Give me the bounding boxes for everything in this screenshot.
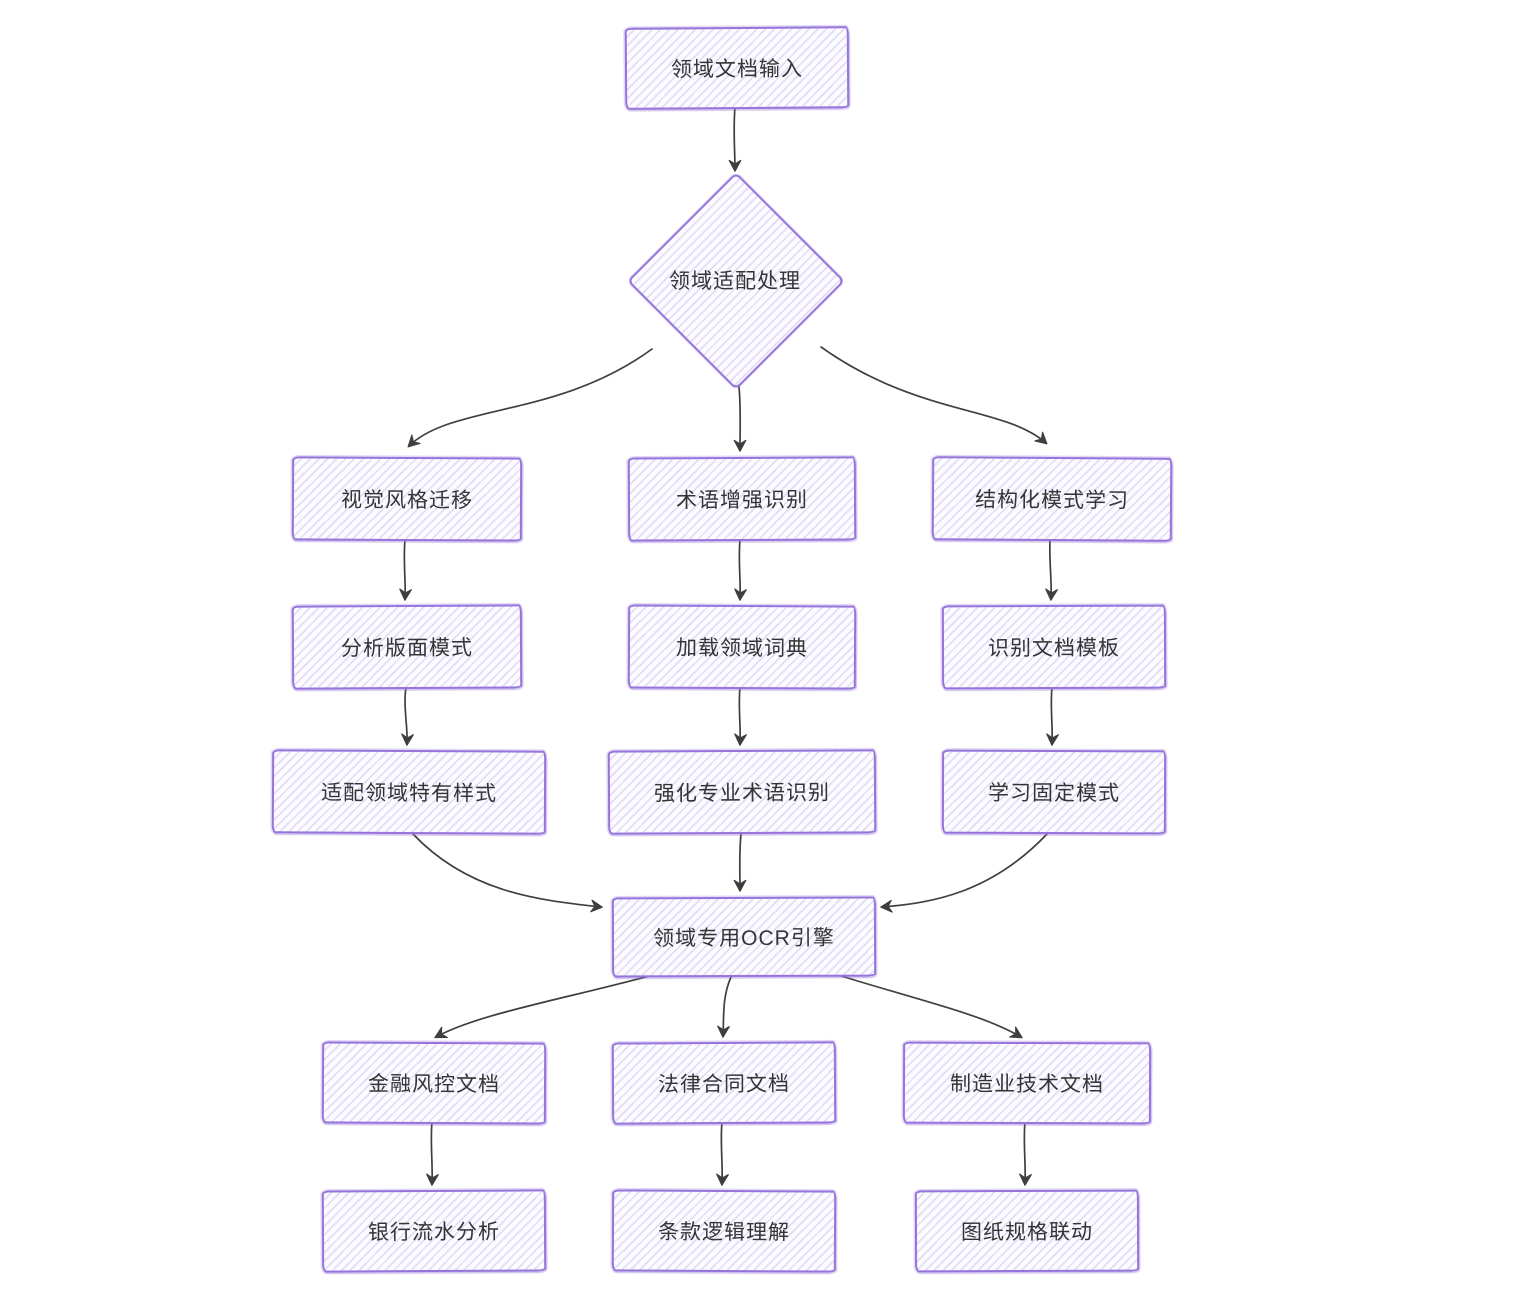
node-strengthen-term-recognition: 强化专业术语识别 [607,749,877,835]
edge-ocr-legal [717,976,732,1038]
node-drawing-spec-linkage: 图纸规格联动 [914,1189,1140,1273]
node-visual-style-transfer: 视觉风格迁移 [291,456,523,542]
edge-ocr-finance [434,974,654,1039]
edge-decision-visual [407,348,653,448]
edge-visual-layout [399,539,412,601]
node-manufacturing-tech-doc: 制造业技术文档 [902,1041,1152,1125]
edge-legal-clause [716,1121,729,1186]
edge-term-dict [734,539,747,601]
node-clause-logic-understanding: 条款逻辑理解 [611,1189,837,1273]
edge-dict-term2 [734,686,747,746]
node-domain-ocr-engine: 领域专用OCR引擎 [611,896,877,978]
edge-decision-struct [820,346,1048,445]
node-structured-pattern-learning: 结构化模式学习 [931,456,1173,542]
edge-finance-bank [426,1121,439,1186]
node-learn-fixed-pattern: 学习固定模式 [941,749,1167,835]
node-adapt-domain-style: 适配领域特有样式 [271,749,547,835]
edge-ocr-manufacturing [837,974,1023,1039]
node-bank-statement-analysis: 银行流水分析 [321,1189,547,1273]
node-legal-contract-doc: 法律合同文档 [611,1041,837,1125]
edge-struct-template [1045,539,1058,601]
node-recognize-doc-template: 识别文档模板 [941,604,1167,690]
node-finance-risk-doc: 金融风控文档 [321,1041,547,1125]
edge-fixed-ocr [880,833,1048,913]
node-load-domain-dictionary: 加载领域词典 [627,604,857,690]
node-domain-doc-input: 领域文档输入 [624,26,850,110]
edge-template-fixed [1046,686,1059,746]
edge-term2-ocr [733,833,747,892]
node-analyze-layout-pattern: 分析版面模式 [291,604,523,690]
edge-decision-term [733,386,747,452]
edge-manufacturing-drawing [1019,1121,1032,1186]
edge-input-decision [728,106,742,172]
node-term-enhanced-recognition: 术语增强识别 [627,456,857,542]
edge-style-ocr [412,833,603,913]
edge-layout-style [401,686,414,746]
node-domain-adaptation-decision: 领域适配处理 [669,270,801,293]
